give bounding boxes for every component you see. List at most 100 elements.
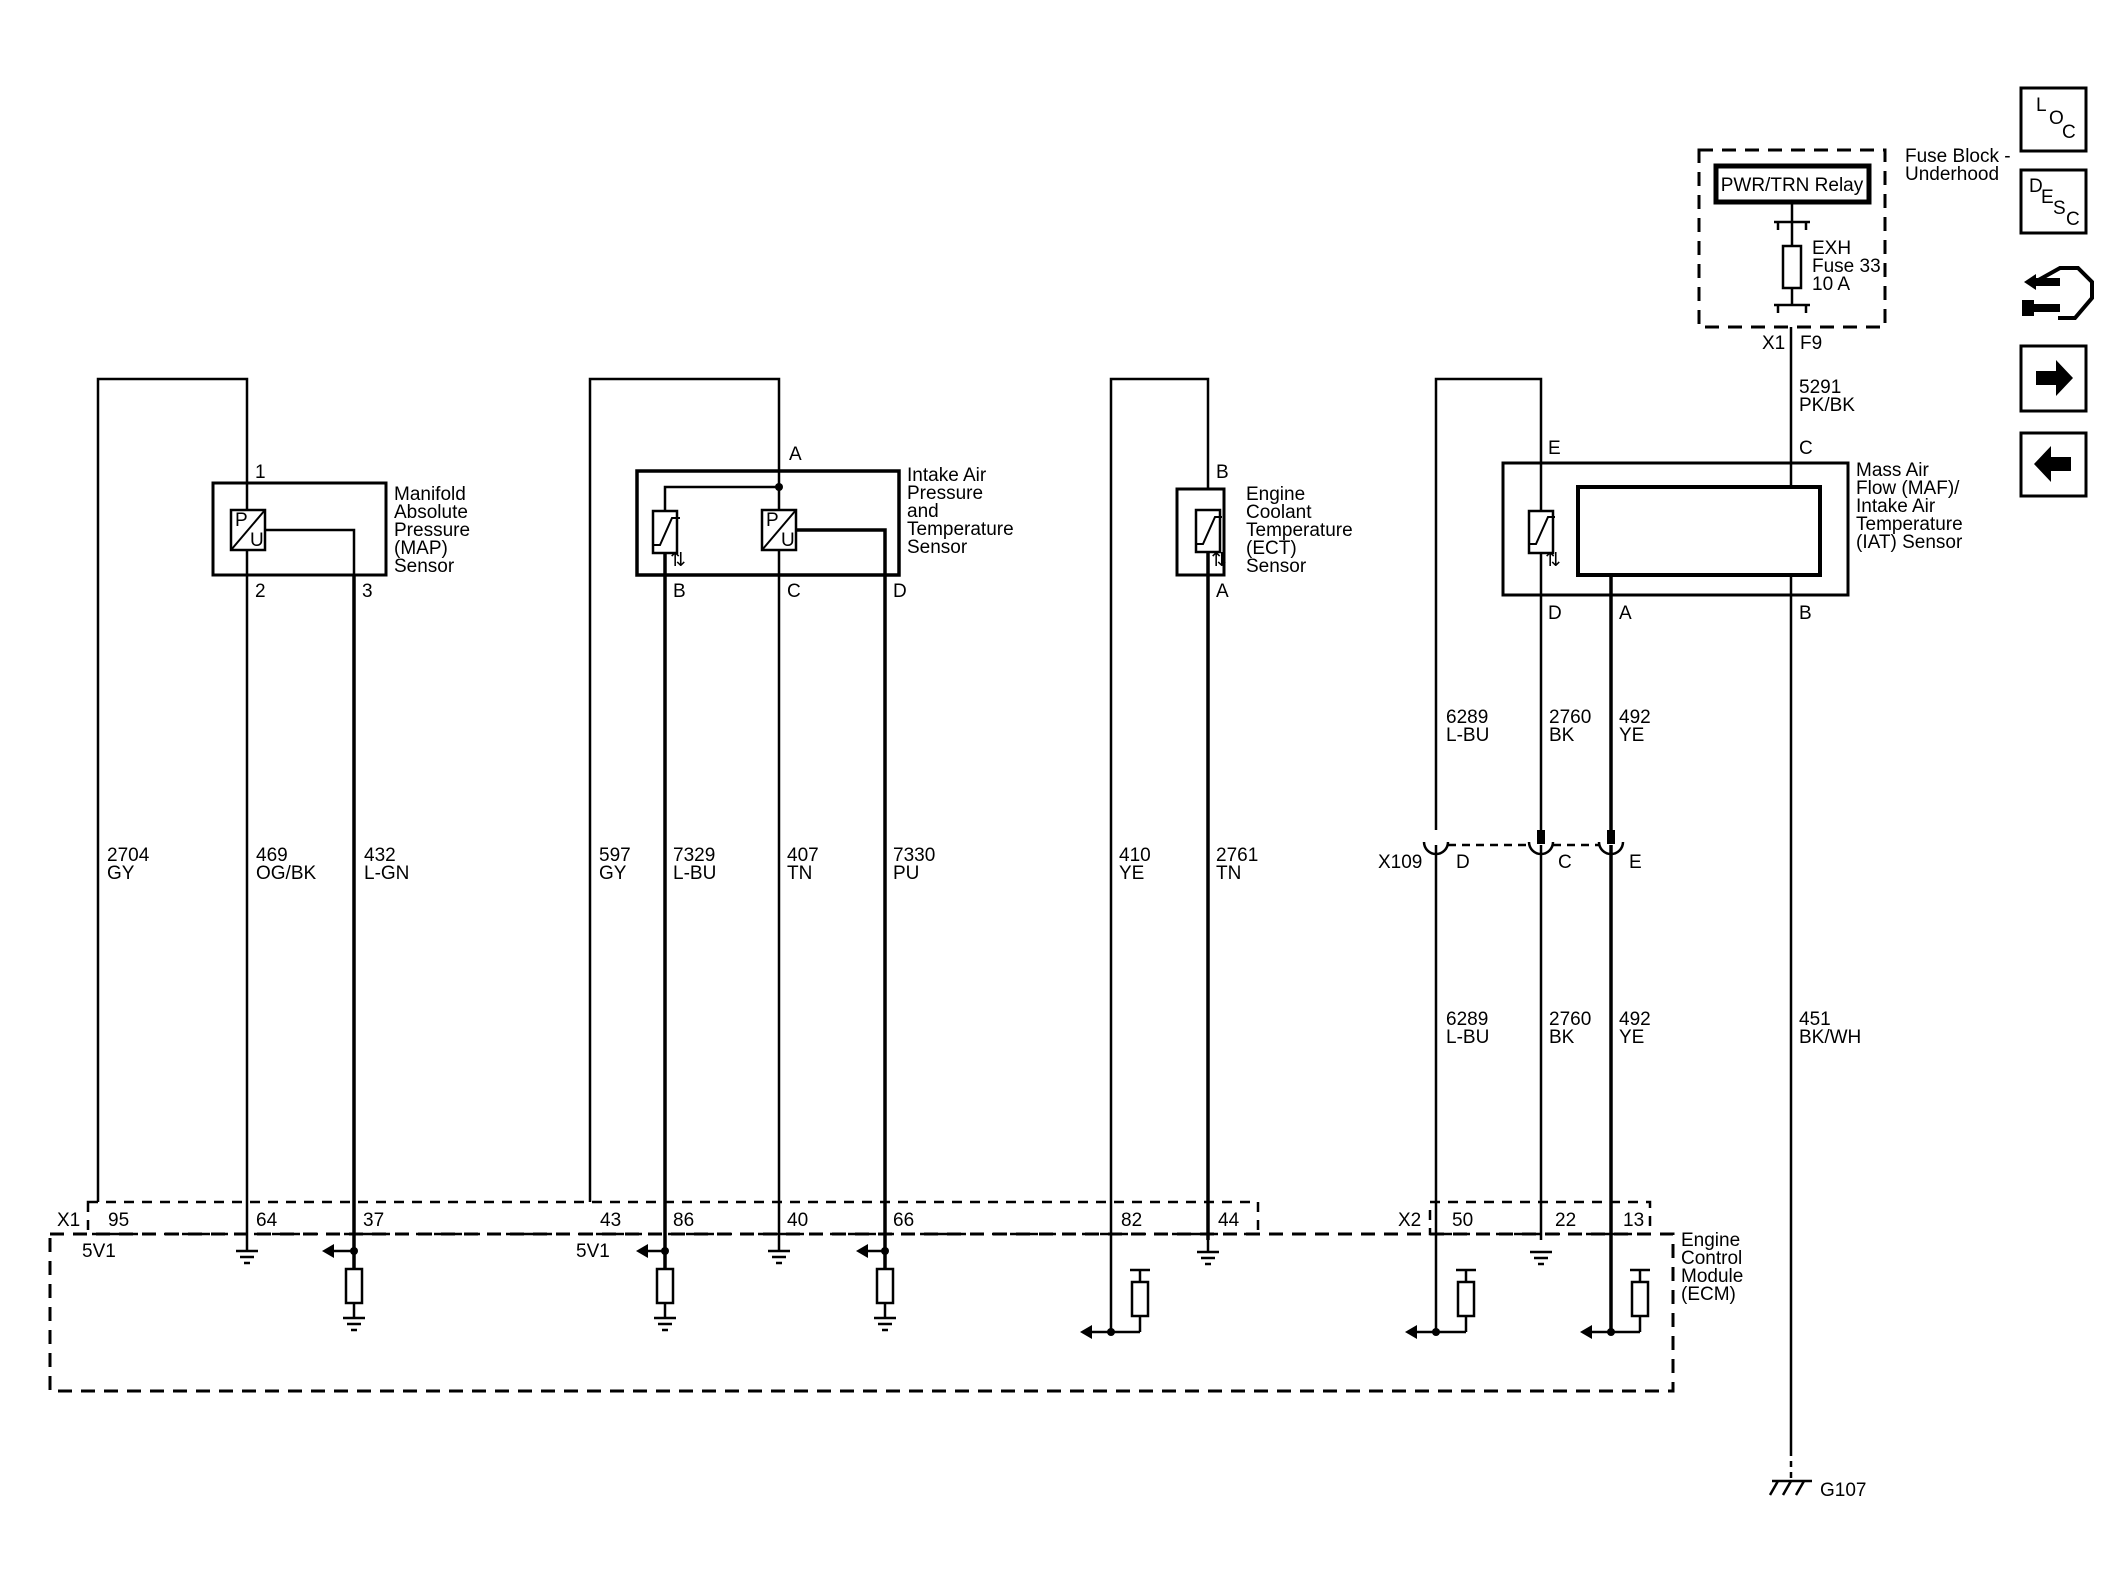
maf-pin-a: A xyxy=(1619,603,1632,624)
svg-text:L: L xyxy=(2036,95,2047,116)
ecm-pin-50: 50 xyxy=(1452,1210,1473,1231)
map-sensor: P U 1 2 3 Manifold Absolute Pressure (MA… xyxy=(96,377,470,1269)
svg-text:E: E xyxy=(2041,187,2054,208)
wire-597-color: GY xyxy=(599,863,627,884)
maf-label-2: Flow (MAF)/ xyxy=(1856,478,1960,499)
ecm-5v-ref-2: 5V1 xyxy=(576,1241,610,1262)
ect-pin-a: A xyxy=(1216,581,1229,602)
maf-pin-d: D xyxy=(1548,603,1562,624)
intake-air-pressure-temperature-sensor: ⇅ P U A B C D Intake Air Pressure and Te… xyxy=(588,377,1014,1269)
iapt-label-4: Temperature xyxy=(907,519,1014,540)
x109-label: X109 xyxy=(1378,852,1422,873)
wire-597-circuit: 597 xyxy=(599,845,631,866)
svg-text:D: D xyxy=(2029,176,2043,197)
fuse-label-2: Fuse 33 xyxy=(1812,256,1881,277)
svg-text:U: U xyxy=(250,530,264,551)
ecm-label-3: Module xyxy=(1681,1266,1743,1287)
ecm-pin-40: 40 xyxy=(787,1210,808,1231)
wire-7329-circuit: 7329 xyxy=(673,845,715,866)
maf-label-5: (IAT) Sensor xyxy=(1856,532,1963,553)
wire-2761-color: TN xyxy=(1216,863,1241,884)
wire-7329-color: L-BU xyxy=(673,863,716,884)
map-pin-2: 2 xyxy=(255,581,266,602)
svg-text:⇅: ⇅ xyxy=(670,550,686,571)
maf-label-1: Mass Air xyxy=(1856,460,1930,481)
ecm-pin-66: 66 xyxy=(893,1210,914,1231)
ecm-pin-43: 43 xyxy=(600,1210,621,1231)
ground-icon xyxy=(1195,1250,1221,1266)
x109-pin-e: E xyxy=(1629,852,1642,873)
wire-7330-circuit: 7330 xyxy=(893,845,935,866)
wire-469-color: OG/BK xyxy=(256,863,317,884)
previous-button[interactable] xyxy=(2019,431,2088,498)
maf-pin-c: C xyxy=(1799,438,1813,459)
ect-label-3: Temperature xyxy=(1246,520,1353,541)
ecm-connector-x1 xyxy=(86,1200,1260,1236)
ground-icon xyxy=(766,1249,792,1265)
wire-492-color-upper: YE xyxy=(1619,725,1644,746)
map-label-4: (MAP) xyxy=(394,538,448,559)
ecm-pin-64: 64 xyxy=(256,1210,278,1231)
fuse-label-1: EXH xyxy=(1812,238,1851,259)
svg-text:P: P xyxy=(766,510,779,531)
iapt-pin-c: C xyxy=(787,581,801,602)
svg-text:⇅: ⇅ xyxy=(1211,550,1227,571)
next-button[interactable] xyxy=(2019,344,2088,413)
fuse-block-label-1: Fuse Block - xyxy=(1905,146,2011,167)
ecm-pin-82: 82 xyxy=(1121,1210,1142,1231)
iapt-label-5: Sensor xyxy=(907,537,968,558)
wire-6289-color-upper: L-BU xyxy=(1446,725,1489,746)
fuse-block-underhood: PWR/TRN Relay Fuse Block - Underhood EXH… xyxy=(1697,146,2011,354)
wire-2760-circuit-lower: 2760 xyxy=(1549,1009,1591,1030)
wire-2704-color: GY xyxy=(107,863,135,884)
g107-label: G107 xyxy=(1820,1480,1866,1501)
ecm-5v-ref-1: 5V1 xyxy=(82,1241,116,1262)
wire-492-color-lower: YE xyxy=(1619,1027,1644,1048)
wire-2760-color-lower: BK xyxy=(1549,1027,1575,1048)
wire-labels: 2704 GY 469 OG/BK 432 L-GN 597 GY 7329 L… xyxy=(107,377,1861,1048)
wire-2704-circuit: 2704 xyxy=(107,845,150,866)
ecm-x1-label: X1 xyxy=(57,1210,80,1231)
ecm-pin-37: 37 xyxy=(363,1210,384,1231)
ecm-pin-95: 95 xyxy=(108,1210,129,1231)
ect-label-4: (ECT) xyxy=(1246,538,1297,559)
maf-label-4: Temperature xyxy=(1856,514,1963,535)
arrow-right-icon xyxy=(2036,360,2073,396)
fuse-label-3: 10 A xyxy=(1812,274,1850,295)
x109-pin-d: D xyxy=(1456,852,1470,873)
maf-element xyxy=(1576,485,1822,577)
map-label-1: Manifold xyxy=(394,484,466,505)
x109-pin-c: C xyxy=(1558,852,1572,873)
iapt-label-2: Pressure xyxy=(907,483,983,504)
iapt-label-1: Intake Air xyxy=(907,465,987,486)
svg-text:S: S xyxy=(2053,198,2066,219)
connector-end-view-button[interactable] xyxy=(2022,266,2094,320)
description-button[interactable]: D E S C xyxy=(2019,168,2088,235)
ground-icon xyxy=(234,1249,260,1265)
ecm-label-4: (ECM) xyxy=(1681,1284,1736,1305)
wire-492-circuit-lower: 492 xyxy=(1619,1009,1651,1030)
svg-text:U: U xyxy=(781,530,795,551)
map-label-2: Absolute xyxy=(394,502,468,523)
wire-432-color: L-GN xyxy=(364,863,409,884)
ect-label-1: Engine xyxy=(1246,484,1305,505)
wire-6289-circuit-lower: 6289 xyxy=(1446,1009,1488,1030)
wire-6289-color-lower: L-BU xyxy=(1446,1027,1489,1048)
wire-451-circuit: 451 xyxy=(1799,1009,1831,1030)
fuse-block-pin: F9 xyxy=(1800,333,1822,354)
wire-6289-circuit-upper: 6289 xyxy=(1446,707,1488,728)
fuse-33 xyxy=(1781,244,1803,290)
svg-text:O: O xyxy=(2049,108,2064,129)
location-button[interactable]: L O C xyxy=(2019,86,2088,153)
ecm-pin-86: 86 xyxy=(673,1210,694,1231)
arrow-left-icon xyxy=(2034,446,2071,482)
ground-icon xyxy=(1528,1250,1554,1266)
wire-2761-circuit: 2761 xyxy=(1216,845,1258,866)
iapt-label-3: and xyxy=(907,501,939,522)
ecm-pin-13: 13 xyxy=(1623,1210,1644,1231)
iapt-pin-b: B xyxy=(673,581,686,602)
ect-label-5: Sensor xyxy=(1246,556,1307,577)
fuse-block-connector: X1 xyxy=(1762,333,1785,354)
ect-label-2: Coolant xyxy=(1246,502,1312,523)
relay-label: PWR/TRN Relay xyxy=(1721,175,1864,196)
